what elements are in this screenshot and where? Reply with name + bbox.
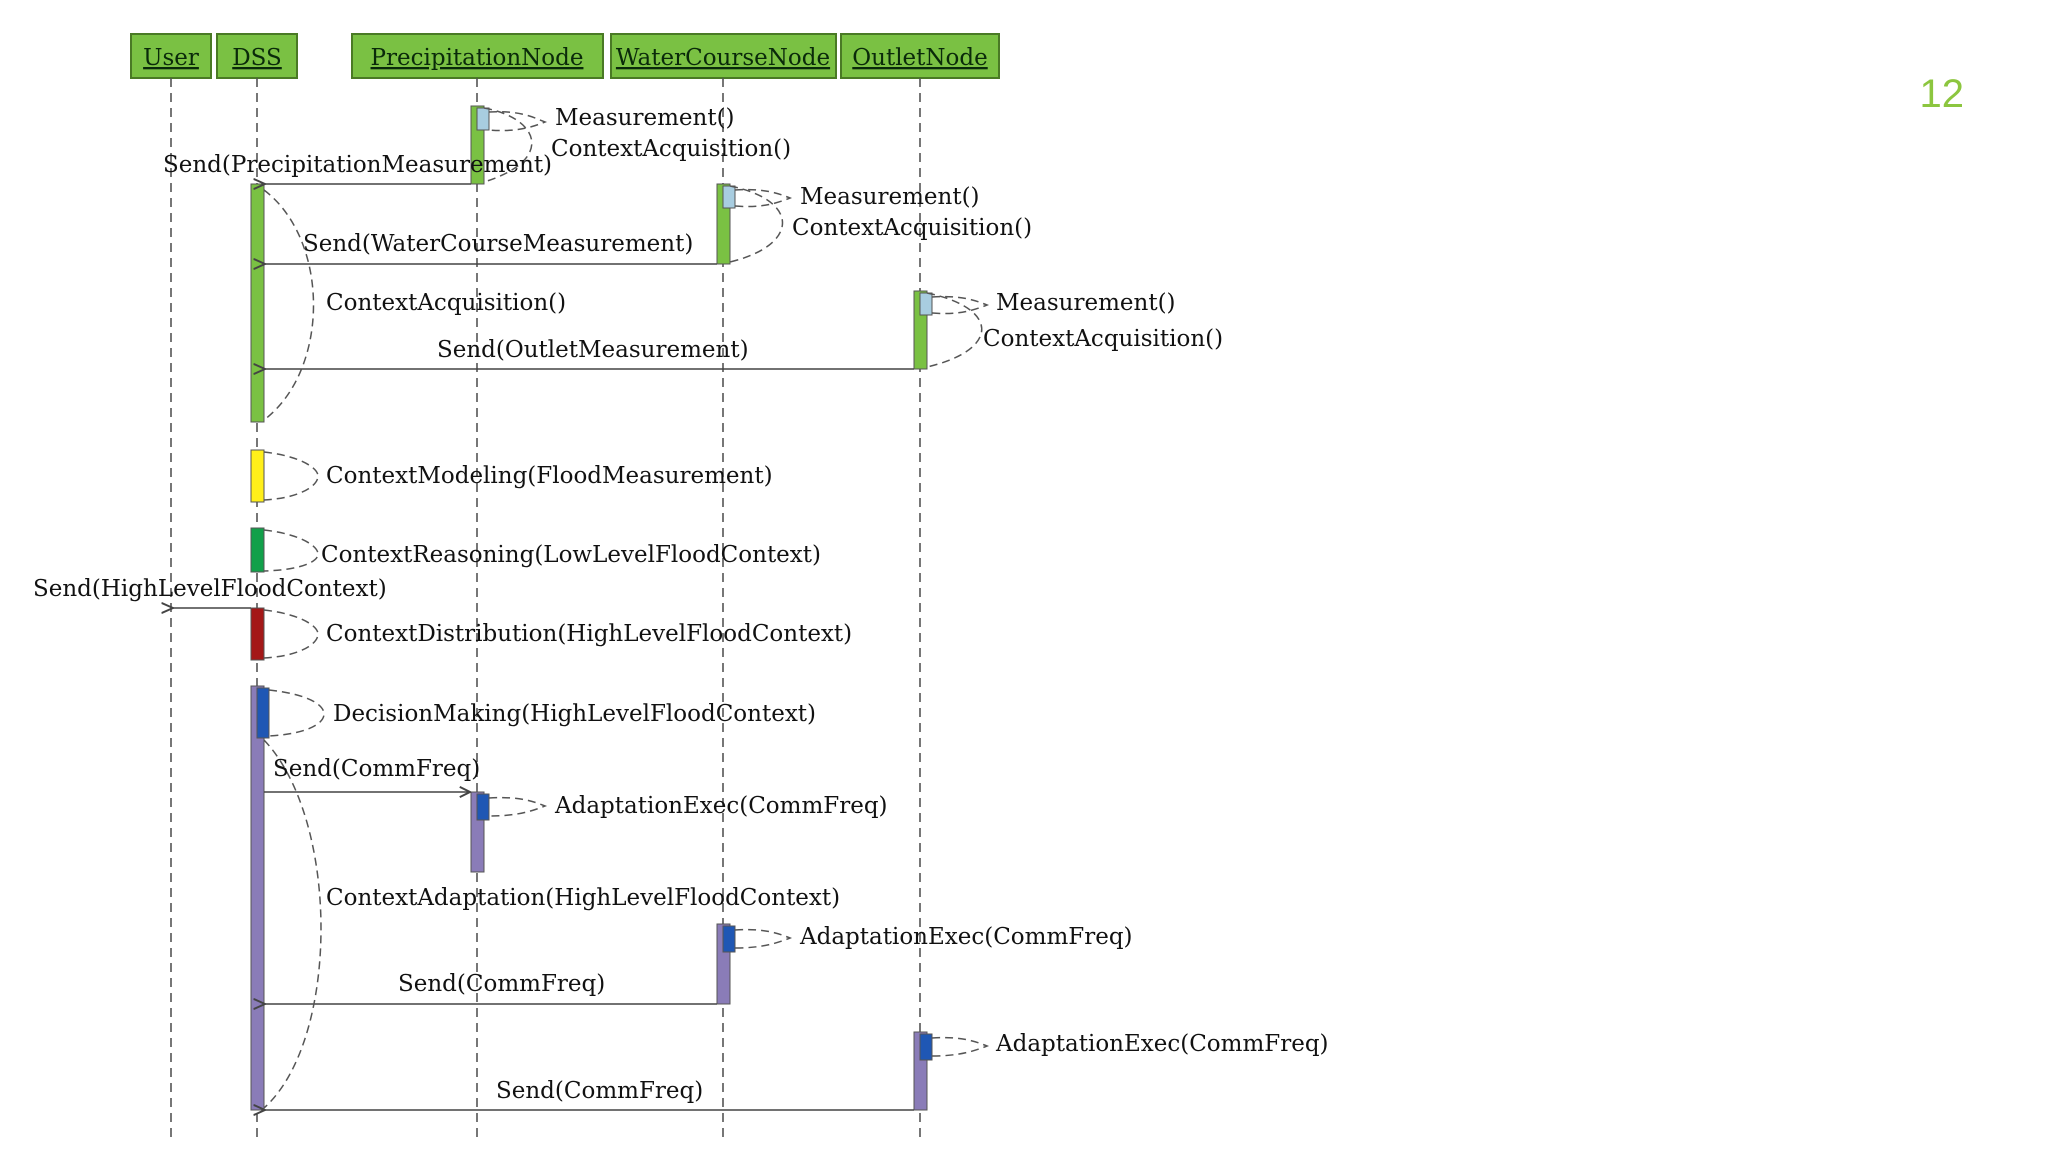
msg-water-measurement: Measurement(): [800, 184, 980, 210]
msg-adapt-outlet: AdaptationExec(CommFreq): [995, 1031, 1329, 1057]
msg-context-modeling: ContextModeling(FloodMeasurement): [326, 463, 773, 489]
activation-water-adapt-exec: [722, 925, 736, 953]
lifeline-label-user: User: [143, 45, 199, 71]
lifeline-header-dss: DSS: [216, 33, 298, 79]
msg-outlet-measurement: Measurement(): [996, 290, 1176, 316]
msg-context-distribution: ContextDistribution(HighLevelFloodContex…: [326, 621, 852, 647]
lifeline-header-precipitation-node: PrecipitationNode: [351, 33, 604, 79]
loop-dss-context-acq: [263, 189, 315, 421]
loop-precip-context-acq: [483, 107, 533, 183]
loop-precip-measurement: [488, 110, 548, 132]
loop-outlet-context-acq: [926, 292, 983, 368]
loop-adapt-precip: [488, 796, 548, 817]
loop-water-context-acq: [729, 185, 784, 263]
activation-dss-decision: [256, 687, 270, 739]
msg-send-commfreq-outlet: Send(CommFreq): [496, 1078, 703, 1104]
msg-send-precip: Send(PrecipitationMeasurement): [163, 152, 552, 178]
lifeline-header-user: User: [130, 33, 212, 79]
msg-send-commfreq-water: Send(CommFreq): [398, 971, 605, 997]
lifeline-label-outlet-node: OutletNode: [852, 45, 987, 71]
lifeline-label-precipitation-node: PrecipitationNode: [371, 45, 584, 71]
lifeline-label-dss: DSS: [232, 45, 282, 71]
loop-context-adaptation: [263, 739, 322, 1109]
loop-decision-making: [268, 689, 325, 737]
activation-precip-adapt-exec: [476, 793, 490, 821]
activation-dss-reasoning: [250, 527, 265, 573]
msg-adapt-precip: AdaptationExec(CommFreq): [554, 793, 888, 819]
msg-precip-context-acq: ContextAcquisition(): [551, 136, 791, 162]
activation-outlet-adapt-exec: [919, 1033, 933, 1061]
activation-outlet-measurement: [919, 292, 933, 316]
loop-context-distribution: [263, 609, 319, 659]
loop-adapt-outlet: [931, 1036, 990, 1057]
msg-water-context-acq: ContextAcquisition(): [792, 215, 1032, 241]
lifeline-header-watercourse-node: WaterCourseNode: [610, 33, 837, 79]
msg-send-high-level: Send(HighLevelFloodContext): [33, 576, 387, 602]
activation-dss-acquisition: [250, 183, 265, 423]
lifeline-header-outlet-node: OutletNode: [840, 33, 1000, 79]
msg-precip-measurement: Measurement(): [555, 105, 735, 131]
activation-dss-distribution: [250, 607, 265, 661]
msg-send-commfreq-precip: Send(CommFreq): [273, 756, 480, 782]
loop-water-measurement: [734, 188, 793, 208]
slide-page-number: 12: [1919, 72, 1965, 116]
msg-context-reasoning: ContextReasoning(LowLevelFloodContext): [321, 542, 821, 568]
activation-dss-adaptation: [250, 685, 265, 1111]
activation-water-measurement: [722, 185, 736, 209]
loop-adapt-water: [734, 928, 793, 949]
activation-dss-modeling: [250, 449, 265, 503]
activation-precip-measurement: [476, 107, 490, 131]
loop-context-reasoning: [263, 529, 319, 572]
msg-send-water: Send(WaterCourseMeasurement): [303, 231, 693, 257]
lifeline-label-watercourse-node: WaterCourseNode: [616, 45, 830, 71]
msg-adapt-water: AdaptationExec(CommFreq): [799, 924, 1133, 950]
msg-decision-making: DecisionMaking(HighLevelFloodContext): [333, 701, 816, 727]
msg-dss-context-acq: ContextAcquisition(): [326, 290, 566, 316]
loop-context-modeling: [263, 451, 319, 501]
msg-context-adaptation: ContextAdaptation(HighLevelFloodContext): [326, 885, 840, 911]
loop-outlet-measurement: [931, 295, 990, 315]
msg-outlet-context-acq: ContextAcquisition(): [983, 326, 1223, 352]
msg-send-outlet: Send(OutletMeasurement): [437, 337, 749, 363]
